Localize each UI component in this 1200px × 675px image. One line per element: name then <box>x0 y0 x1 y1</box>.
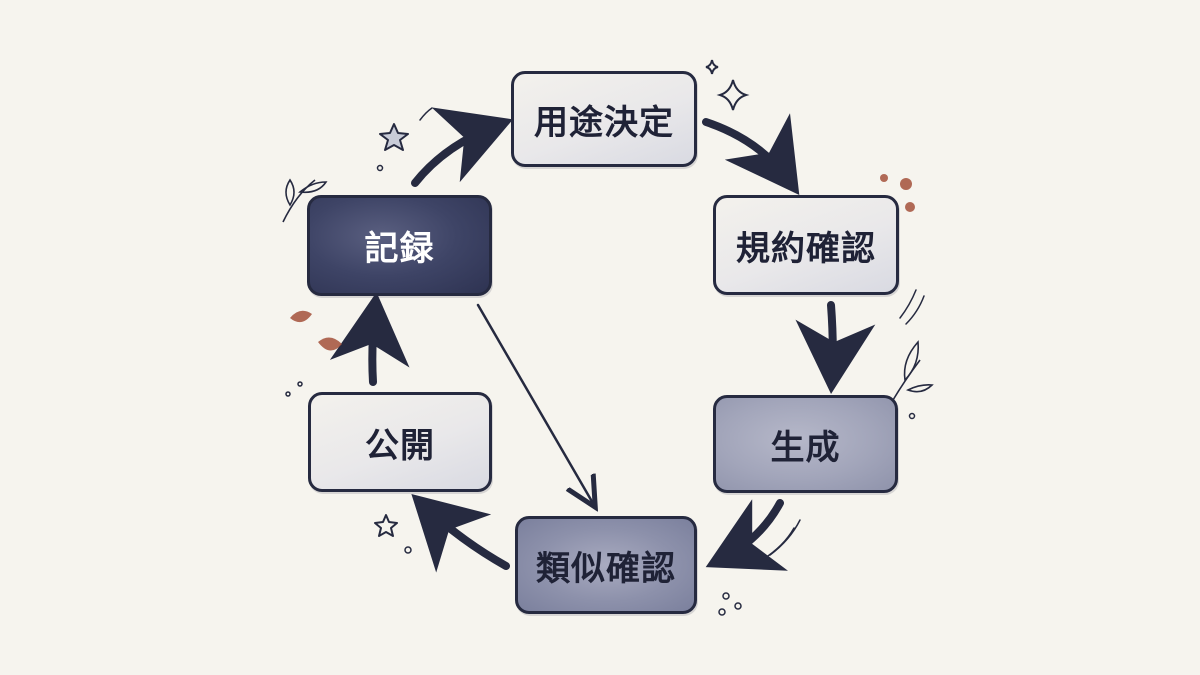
node-label: 記録 <box>364 229 435 269</box>
node-terms: 規約確認 <box>713 195 899 295</box>
star-icon <box>379 123 409 151</box>
node-label: 類似確認 <box>536 548 676 589</box>
node-label: 公開 <box>365 425 435 466</box>
arrow-record-to-similarity <box>476 303 594 505</box>
node-label: 規約確認 <box>736 228 876 269</box>
node-generate: 生成 <box>713 395 898 493</box>
arrow-purpose-to-terms <box>702 113 800 196</box>
paint-dots-icon <box>880 174 915 212</box>
motion-lines-icon <box>419 107 925 561</box>
arrow-record-to-purpose <box>411 107 513 187</box>
node-label: 用途決定 <box>534 102 674 143</box>
node-record: 記録 <box>307 195 492 296</box>
leaf-sprig-icon <box>892 340 934 401</box>
arrow-publish-to-record <box>329 292 410 386</box>
node-purpose: 用途決定 <box>511 71 697 167</box>
sparkle-icon <box>705 59 750 111</box>
star-icon <box>374 514 398 537</box>
arrow-generate-to-similarity <box>705 499 788 571</box>
node-publish: 公開 <box>308 392 492 492</box>
arrow-terms-to-generate <box>795 301 876 394</box>
node-similarity: 類似確認 <box>515 516 697 614</box>
leaf-icon <box>290 310 342 351</box>
dots-icon <box>285 164 916 616</box>
node-label: 生成 <box>770 427 841 468</box>
leaf-sprig-icon <box>282 178 328 223</box>
arrow-similarity-to-publish <box>411 494 510 573</box>
